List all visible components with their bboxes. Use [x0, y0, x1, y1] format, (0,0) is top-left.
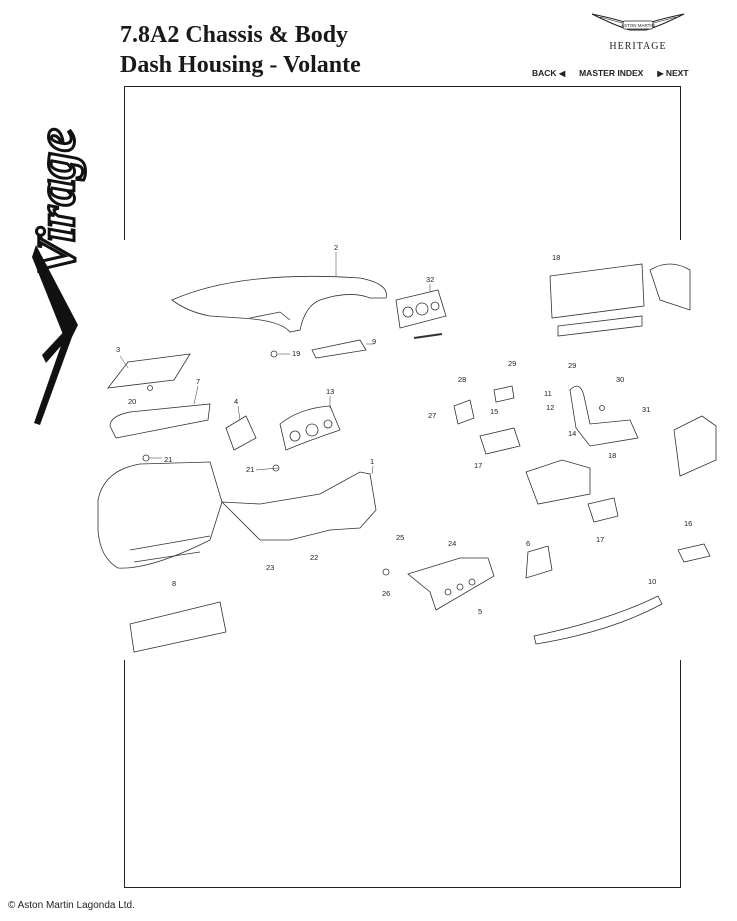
callout-26: 26	[382, 589, 390, 598]
part-trim-strip	[311, 339, 367, 359]
part-switch-17	[587, 497, 619, 523]
callout-31: 31	[642, 405, 650, 414]
callout-18a: 17	[474, 461, 482, 470]
part-vent-15	[479, 427, 521, 455]
callout-29b: 29	[568, 361, 576, 370]
callout-21b: 21	[246, 465, 254, 474]
callout-32: 32	[426, 275, 434, 284]
part-bracket-4	[225, 415, 257, 451]
callout-22: 22	[310, 553, 318, 562]
callout-4: 4	[234, 397, 238, 406]
callout-8: 8	[172, 579, 176, 588]
callout-27: 27	[428, 411, 436, 420]
part-switch-16	[677, 543, 711, 563]
copyright-footer: © Aston Martin Lagonda Ltd.	[8, 900, 135, 911]
master-index-link[interactable]: MASTER INDEX	[579, 68, 644, 78]
part-panel-3	[107, 353, 191, 389]
callout-23: 23	[266, 563, 274, 572]
part-dash-top	[171, 275, 387, 333]
next-arrow-icon: ▶	[657, 69, 664, 78]
callout-21a: 21	[164, 455, 172, 464]
callout-18b: 18	[608, 451, 616, 460]
part-gauge-surround	[279, 405, 341, 451]
virage-logo: Virage	[30, 126, 88, 425]
callout-9: 9	[372, 337, 376, 346]
callout-15: 15	[490, 407, 498, 416]
brand-block: ASTON MARTIN HERITAGE	[588, 10, 688, 52]
emblem-text: ASTON MARTIN	[621, 23, 655, 28]
callout-labels: 2 32 18 19 9 3 29 28 29 30 11 12 31 7 20…	[116, 243, 692, 616]
callout-3: 3	[116, 345, 120, 354]
part-bezel-24	[407, 557, 495, 611]
page-subtitle: Dash Housing - Volante	[120, 52, 361, 78]
part-glovebox	[525, 459, 591, 505]
heritage-label: HERITAGE	[609, 41, 667, 52]
callout-30: 30	[616, 375, 624, 384]
callout-17: 17	[596, 535, 604, 544]
callout-7: 7	[196, 377, 200, 386]
part-rear-panel-19	[549, 263, 645, 319]
part-rail-10	[533, 595, 663, 645]
callout-28: 28	[458, 375, 466, 384]
callout-1: 1	[370, 457, 374, 466]
next-link[interactable]: ▶ NEXT	[657, 68, 689, 78]
callout-25: 25	[396, 533, 404, 542]
callout-16: 16	[684, 519, 692, 528]
part-side-panel-18	[673, 415, 717, 477]
callout-20a: 19	[292, 349, 300, 358]
callout-2: 2	[334, 243, 338, 252]
callout-6: 6	[526, 539, 530, 548]
callout-13: 13	[326, 387, 334, 396]
callout-24: 24	[448, 539, 456, 548]
part-vent-28	[453, 399, 475, 425]
title-block: 7.8A2 Chassis & Body Dash Housing - Vola…	[120, 20, 361, 80]
callout-19: 18	[552, 253, 560, 262]
callout-14: 14	[568, 429, 576, 438]
exploded-parts-diagram: 2 32 18 19 9 3 29 28 29 30 11 12 31 7 20…	[90, 240, 730, 660]
callout-20b: 20	[128, 397, 136, 406]
callout-12: 12	[546, 403, 554, 412]
part-glovebox-lid-8	[129, 601, 227, 653]
part-bracket-6	[525, 545, 553, 579]
part-instrument-cluster	[395, 289, 447, 329]
page-title: 7.8A2 Chassis & Body	[120, 22, 349, 48]
virage-logo-text: Virage	[30, 128, 86, 275]
callout-10: 10	[648, 577, 656, 586]
aston-martin-wings-icon: ASTON MARTIN	[591, 13, 685, 31]
callout-5: 5	[478, 607, 482, 616]
back-link[interactable]: BACK ◀	[532, 68, 566, 78]
part-duct-14	[569, 385, 639, 447]
navigation-bar: BACK ◀ MASTER INDEX ▶ NEXT	[532, 68, 689, 78]
part-panel-7	[109, 403, 211, 439]
back-arrow-icon: ◀	[558, 69, 566, 78]
callout-11: 11	[544, 389, 552, 398]
part-main-dash	[97, 461, 223, 569]
callout-29a: 29	[508, 359, 516, 368]
